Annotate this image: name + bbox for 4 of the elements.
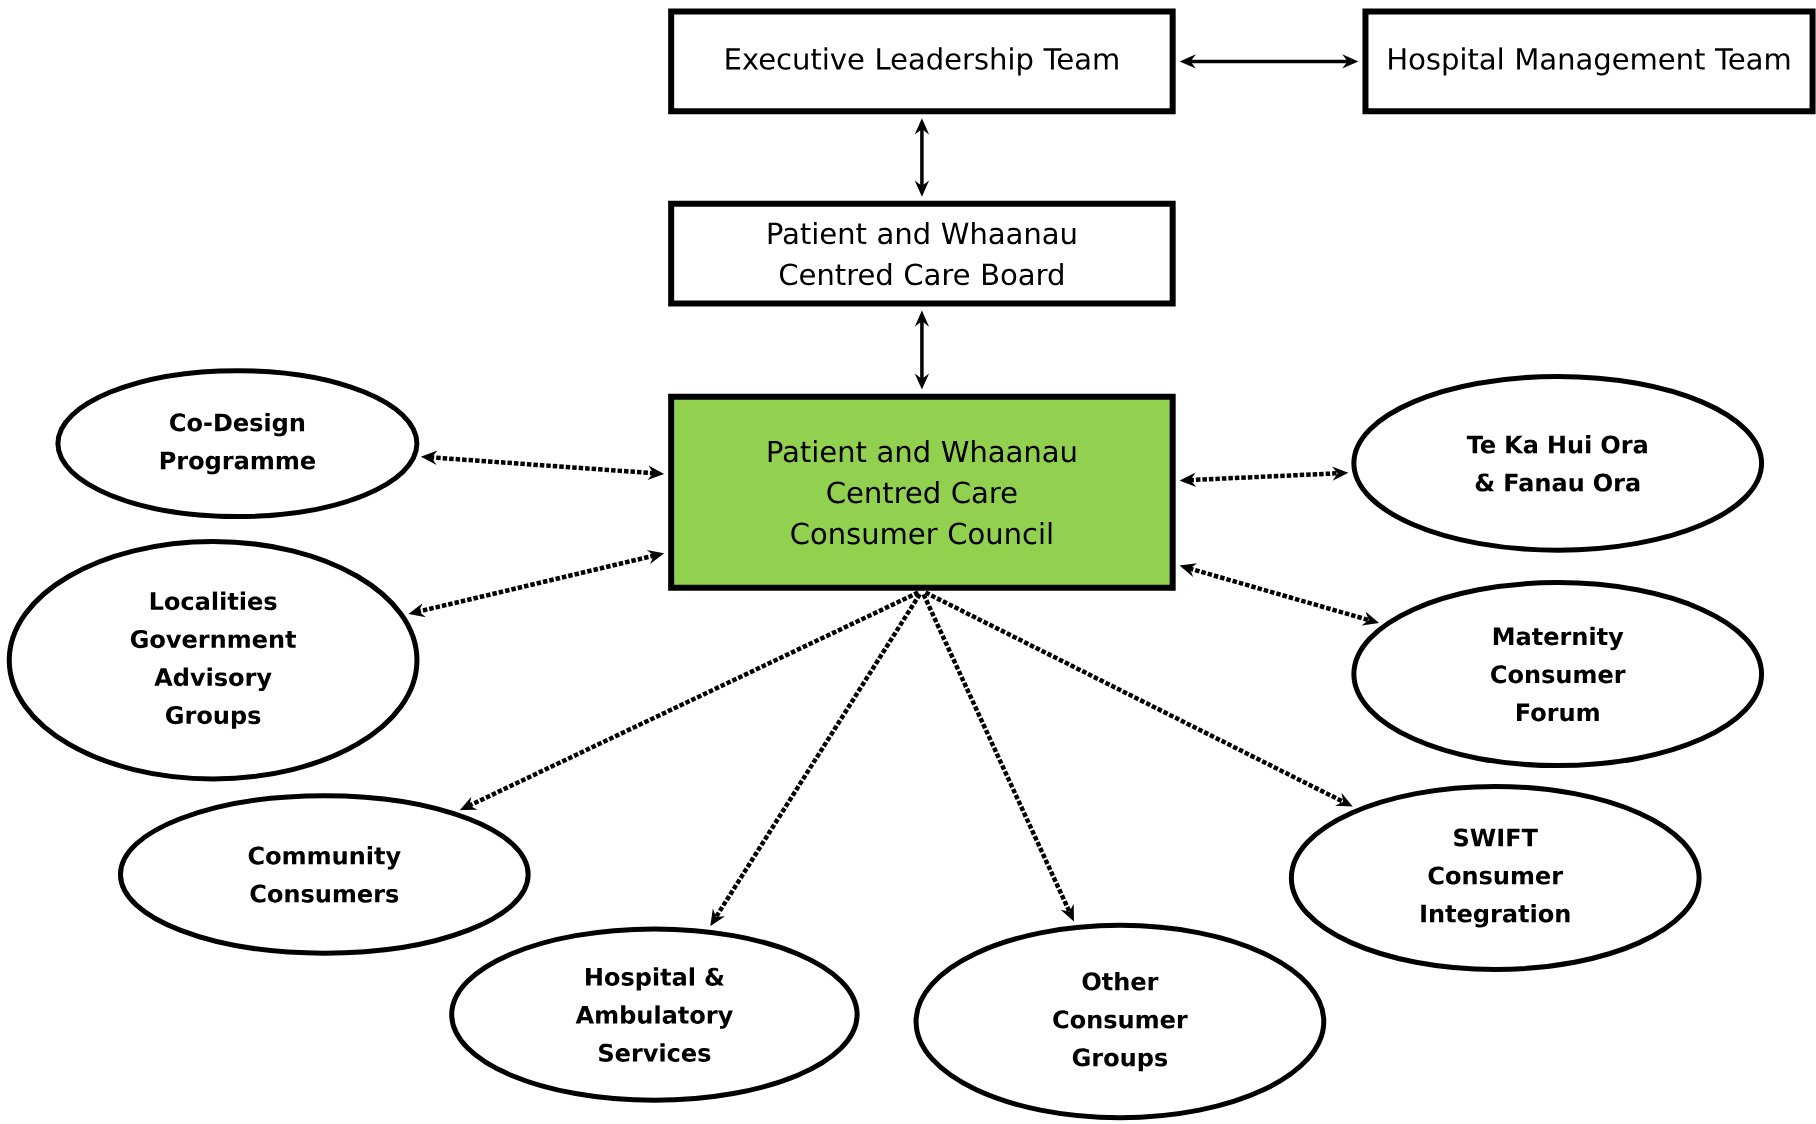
committee-box: Executive Leadership Team	[668, 8, 1176, 115]
committee-box: Patient and Whaanau Centred Care Board	[668, 200, 1176, 307]
committee-box: Patient and Whaanau Centred Care Consumer Council	[668, 393, 1176, 591]
committee-box: Hospital Management Team	[1362, 8, 1816, 115]
